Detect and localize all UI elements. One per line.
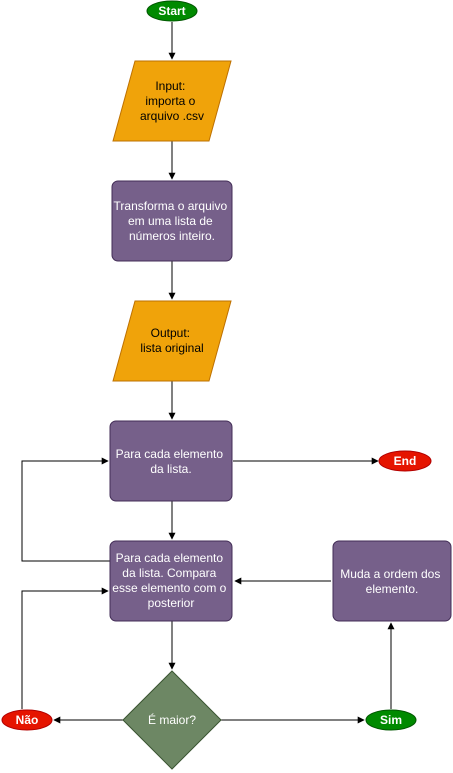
output-node: Output: lista original — [112, 300, 232, 382]
edges — [21, 22, 395, 724]
transform-label-line: Transforma o arquivo — [114, 199, 228, 213]
swap-label: Muda a ordem dos elemento. — [340, 567, 443, 596]
inner-loop-node: Para cada elemento da lista. Compara ess… — [109, 540, 233, 622]
start-label: Start — [158, 4, 185, 18]
swap-node: Muda a ordem dos elemento. — [332, 540, 452, 622]
start-node: Start — [146, 0, 198, 22]
inner-loop-label-line: posterior — [148, 596, 195, 610]
input-label: Input: importa o arquivo .csv — [140, 79, 204, 123]
no-node: Não — [1, 709, 53, 731]
end-node: End — [378, 450, 432, 472]
swap-process-shape — [332, 540, 452, 622]
input-label-line: arquivo .csv — [140, 109, 204, 123]
start-terminal-shape — [146, 0, 198, 22]
output-label: Output: lista original — [140, 326, 203, 355]
decision-diamond-shape — [122, 670, 222, 770]
inner-loop-process-shape — [109, 540, 233, 622]
no-label: Não — [16, 713, 39, 727]
output-io-shape — [112, 300, 232, 382]
inner-loop-label: Para cada elemento da lista. Compara ess… — [112, 551, 229, 610]
swap-label-line: Muda a ordem dos — [340, 567, 440, 581]
no-terminal-shape — [1, 709, 53, 731]
decision-node: É maior? — [122, 670, 222, 770]
inner-loop-label-line: da lista. Compara — [122, 566, 216, 580]
decision-label: É maior? — [148, 712, 196, 727]
end-label: End — [394, 454, 417, 468]
transform-process-shape — [111, 180, 233, 262]
inner-loop-label-line: esse elemento com o — [112, 581, 226, 595]
outer-loop-label-line: Para cada elemento — [116, 447, 224, 461]
outer-loop-label: Para cada elemento da lista. — [116, 447, 227, 476]
transform-label-line: números inteiro. — [129, 229, 215, 243]
outer-loop-node: Para cada elemento da lista. — [109, 420, 233, 502]
transform-label: Transforma o arquivo em uma lista de núm… — [114, 199, 231, 243]
outer-loop-process-shape — [109, 420, 233, 502]
transform-label-line: em uma lista de — [128, 214, 213, 228]
swap-label-line: elemento. — [366, 582, 419, 596]
yes-terminal-shape — [365, 709, 417, 731]
input-io-shape — [112, 60, 232, 142]
input-label-line: importa o — [145, 94, 195, 108]
end-terminal-shape — [378, 450, 432, 472]
input-label-line: Input: — [155, 79, 185, 93]
yes-node: Sim — [365, 709, 417, 731]
output-label-line: lista original — [140, 341, 203, 355]
yes-label: Sim — [380, 713, 402, 727]
transform-node: Transforma o arquivo em uma lista de núm… — [111, 180, 233, 262]
input-node: Input: importa o arquivo .csv — [112, 60, 232, 142]
edge-inner-loop-back-to-outer-loop — [21, 457, 110, 562]
outer-loop-label-line: da lista. — [150, 462, 191, 476]
output-label-line: Output: — [151, 326, 190, 340]
edge-no-to-inner-loop — [21, 587, 109, 709]
inner-loop-label-line: Para cada elemento — [116, 551, 224, 565]
